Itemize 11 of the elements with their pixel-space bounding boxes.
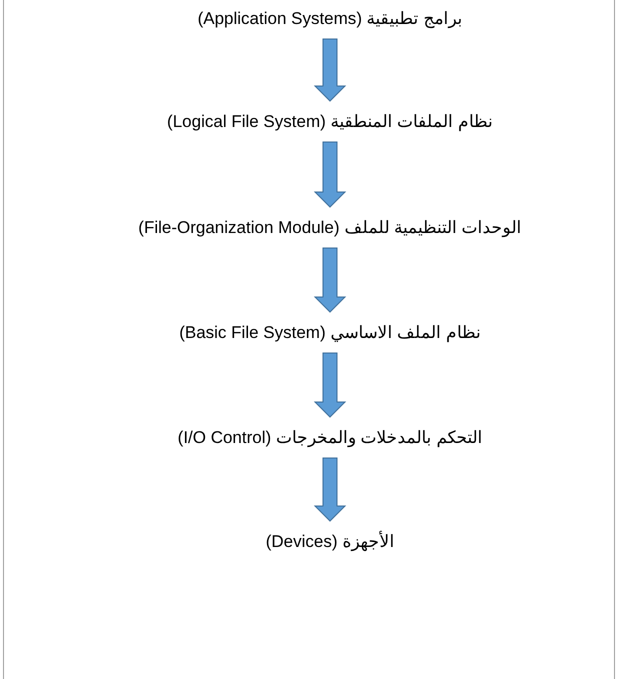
block-arrow	[314, 248, 346, 313]
block-arrow	[314, 352, 346, 418]
layer-label: نظام الملفات المنطقية (Logical File System)	[167, 111, 493, 134]
layer-label: برامج تطبيقية (Application Systems)	[198, 8, 462, 30]
layer-label: الوحدات التنظيمية للملف (File-Organization Module)	[138, 217, 522, 240]
block-arrow	[314, 38, 346, 102]
block-arrow	[314, 142, 346, 208]
layer-label: التحكم بالمدخلات والمخرجات (I/O Control)	[178, 427, 482, 450]
block-arrow	[314, 458, 346, 522]
layer-label: الأجهزة (Devices)	[266, 530, 394, 554]
layer-label: نظام الملف الاساسي (Basic File System)	[179, 322, 481, 344]
